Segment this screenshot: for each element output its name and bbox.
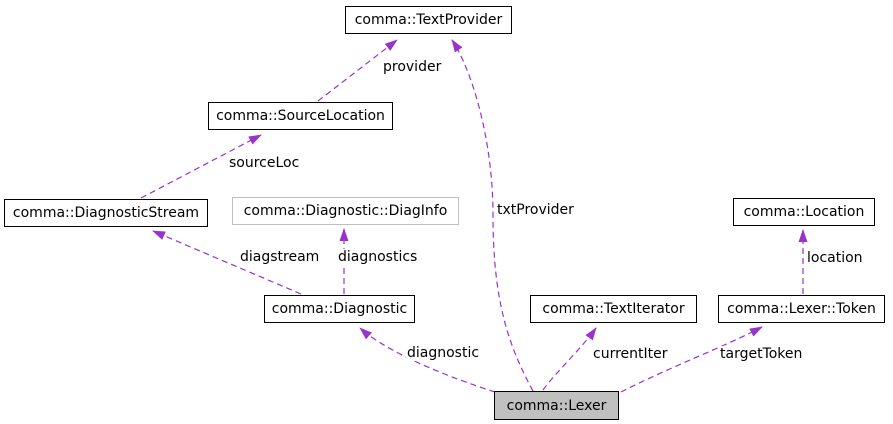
edge-label-currentiter: currentIter (592, 346, 669, 362)
edge-sourceloc (140, 134, 262, 199)
edge-targettoken (620, 326, 763, 393)
edge-label-targettoken: targetToken (719, 346, 804, 362)
edge-label-provider: provider (382, 59, 443, 75)
edge-txtprovider (451, 39, 534, 392)
edge-label-diagstream: diagstream (239, 249, 321, 265)
node-comma-location[interactable]: comma::Location (733, 198, 875, 226)
node-comma-textiterator[interactable]: comma::TextIterator (530, 295, 697, 323)
node-comma-textprovider[interactable]: comma::TextProvider (345, 6, 512, 34)
node-comma-diagnosticstream[interactable]: comma::DiagnosticStream (4, 199, 208, 227)
edge-label-location: location (806, 250, 864, 266)
edge-diagstream (152, 230, 302, 295)
edge-label-txtprovider: txtProvider (496, 202, 575, 218)
node-comma-lexer: comma::Lexer (494, 391, 619, 420)
node-comma-diagnostic-diaginfo: comma::Diagnostic::DiagInfo (232, 197, 459, 225)
node-comma-sourcelocation[interactable]: comma::SourceLocation (208, 102, 393, 130)
edge-label-diagnostics: diagnostics (337, 249, 419, 265)
node-comma-lexer-token[interactable]: comma::Lexer::Token (718, 295, 885, 323)
edge-currentiter (542, 327, 597, 391)
node-comma-diagnostic[interactable]: comma::Diagnostic (264, 295, 415, 323)
edge-label-diagnostic: diagnostic (406, 345, 481, 361)
edge-label-sourceloc: sourceLoc (228, 155, 301, 171)
edge-provider (317, 39, 398, 102)
